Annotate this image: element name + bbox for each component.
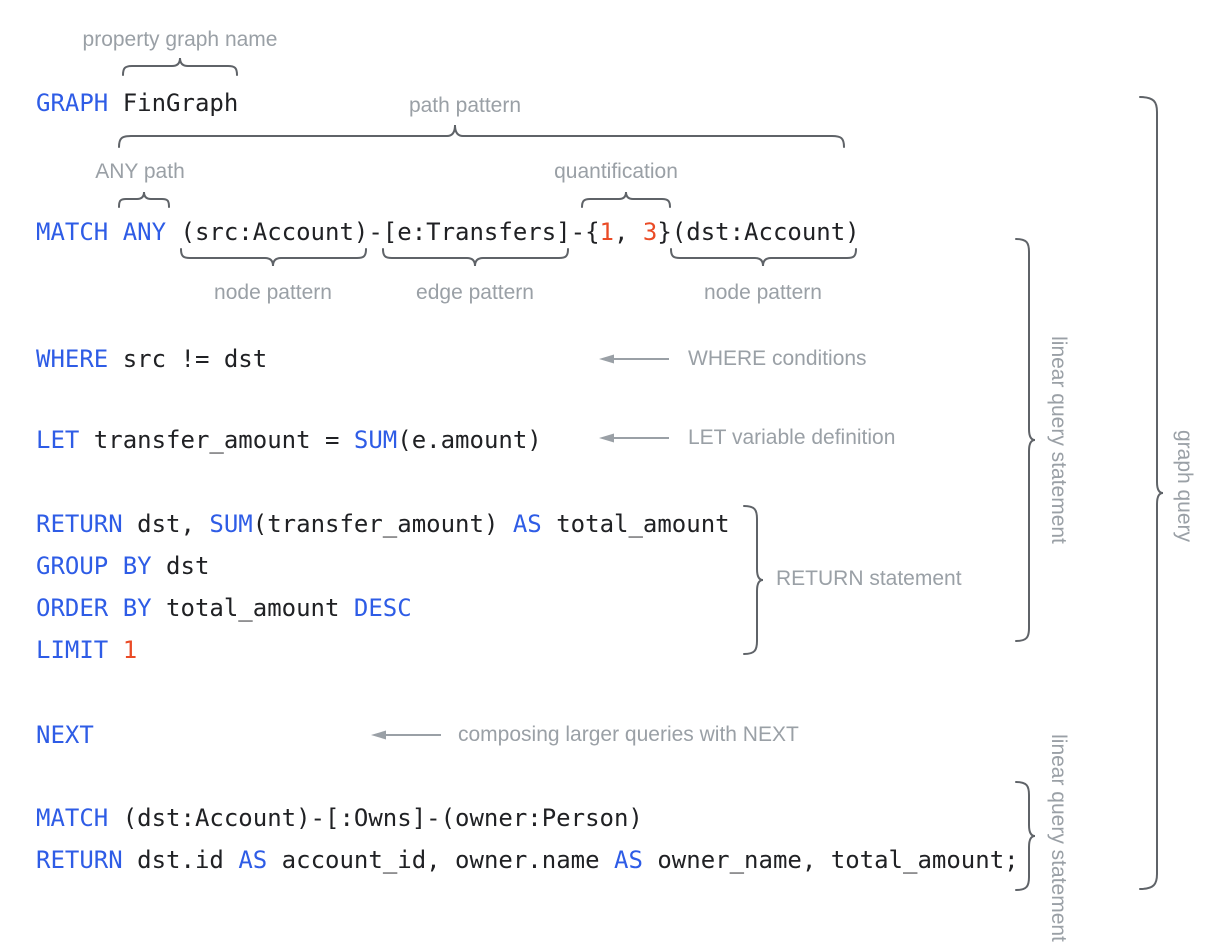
label-edge-pattern: edge pattern [416, 281, 534, 304]
code-token: SUM [353, 426, 398, 454]
code-token: ORDER BY [36, 594, 167, 622]
code-token: AS [614, 846, 643, 874]
code-token: WHERE [36, 345, 123, 373]
code-line-next: NEXT [36, 720, 94, 750]
code-token: dst, [137, 510, 210, 538]
label-where-conditions: WHERE conditions [688, 347, 867, 370]
code-line-group-by: GROUP BY dst [36, 551, 209, 581]
code-token: (transfer_amount) [252, 510, 513, 538]
code-line-order-by: ORDER BY total_amount DESC [36, 593, 412, 623]
code-line-return: RETURN dst, SUM(transfer_amount) AS tota… [36, 509, 730, 539]
code-token: 1 [122, 636, 138, 664]
code-token: LET [36, 426, 94, 454]
brace-up-quantification-icon [581, 191, 671, 208]
code-line-limit: LIMIT 1 [36, 635, 137, 665]
brace-right-return-statement-icon [743, 505, 764, 655]
code-token: owner_name, total_amount; [642, 846, 1019, 874]
code-token: }(dst:Account) [657, 218, 860, 246]
code-token: SUM [209, 510, 253, 538]
brace-right-graph-query-icon [1139, 96, 1164, 890]
code-token: LIMIT [36, 636, 123, 664]
code-token: dst.id [137, 846, 239, 874]
label-return-statement: RETURN statement [776, 567, 962, 590]
brace-up-property-graph-name-icon [122, 57, 238, 76]
label-node-pattern-left: node pattern [214, 281, 332, 304]
label-quantification: quantification [554, 160, 678, 183]
code-token: src != dst [122, 345, 268, 373]
brace-down-edge-pattern-icon [382, 248, 569, 267]
code-token: FinGraph [122, 89, 239, 117]
label-property-graph-name: property graph name [82, 28, 278, 51]
brace-up-any-path-icon [118, 191, 170, 208]
code-token: (src:Account)-[e:Transfers]-{ [180, 218, 600, 246]
label-let-definition: LET variable definition [688, 426, 896, 449]
brace-down-node-pattern-right-icon [670, 248, 857, 267]
brace-right-linear-query-top-icon [1015, 238, 1036, 642]
code-token: MATCH ANY [36, 218, 181, 246]
code-token: account_id, owner.name [267, 846, 614, 874]
code-token: dst [166, 552, 210, 580]
code-line-match-owns: MATCH (dst:Account)-[:Owns]-(owner:Perso… [36, 803, 643, 833]
code-token: MATCH [36, 804, 123, 832]
code-token: (dst:Account)-[:Owns]-(owner:Person) [122, 804, 643, 832]
code-token: 1 [599, 218, 614, 246]
code-line-graph: GRAPH FinGraph [36, 88, 238, 118]
code-token: DESC [353, 594, 412, 622]
arrow-left-where-icon [599, 354, 669, 364]
label-linear-query-statement-top: linear query statement [1047, 336, 1070, 544]
label-path-pattern: path pattern [408, 94, 522, 117]
code-token: RETURN [36, 846, 138, 874]
brace-up-path-pattern-icon [118, 124, 845, 148]
code-token: NEXT [36, 721, 94, 749]
brace-right-linear-query-bottom-icon [1015, 781, 1036, 891]
code-token: , [613, 218, 643, 246]
label-any-path: ANY path [95, 160, 185, 183]
label-linear-query-statement-bottom: linear query statement [1047, 734, 1070, 942]
label-next-note: composing larger queries with NEXT [458, 723, 799, 746]
code-token: total_amount [166, 594, 354, 622]
code-token: total_amount [541, 510, 730, 538]
code-line-where: WHERE src != dst [36, 344, 267, 374]
arrow-left-next-icon [371, 730, 441, 740]
code-token: transfer_amount = [93, 426, 354, 454]
code-token: GRAPH [36, 89, 123, 117]
label-graph-query: graph query [1173, 429, 1196, 543]
arrow-left-let-icon [599, 433, 669, 443]
code-line-match-any: MATCH ANY (src:Account)-[e:Transfers]-{1… [36, 217, 860, 247]
code-line-let: LET transfer_amount = SUM(e.amount) [36, 425, 542, 455]
brace-down-node-pattern-left-icon [180, 248, 367, 267]
code-token: AS [238, 846, 268, 874]
code-token: AS [512, 510, 542, 538]
code-token: RETURN [36, 510, 138, 538]
label-node-pattern-right: node pattern [704, 281, 822, 304]
code-token: (e.amount) [397, 426, 542, 454]
code-token: 3 [642, 218, 658, 246]
code-line-return-final: RETURN dst.id AS account_id, owner.name … [36, 845, 1019, 875]
code-token: GROUP BY [36, 552, 167, 580]
